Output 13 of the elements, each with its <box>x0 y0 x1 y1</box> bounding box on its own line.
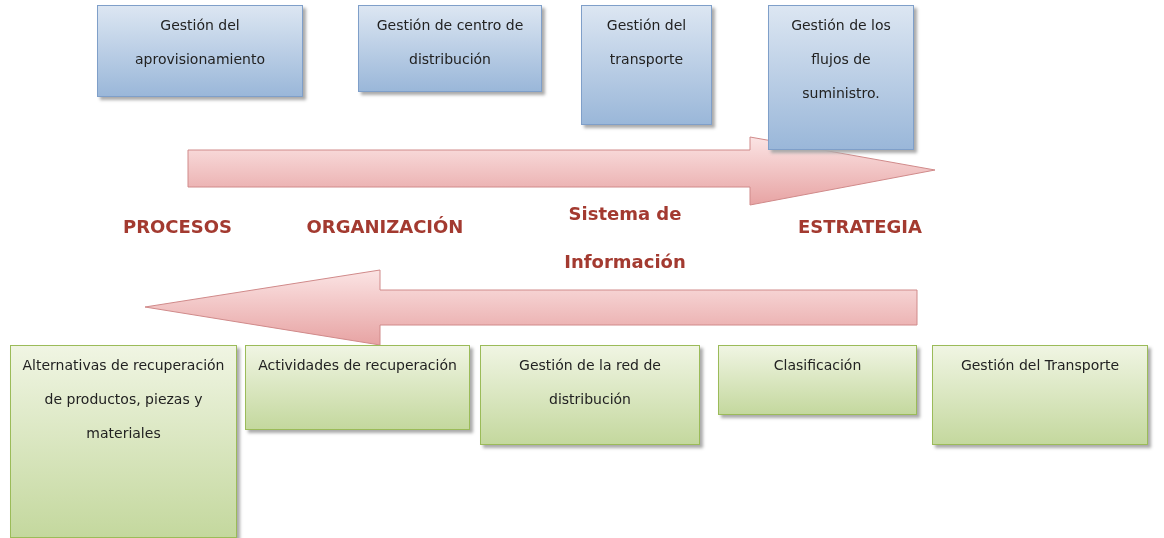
process-box: Gestión del aprovisionamiento <box>97 5 303 97</box>
activity-box: Alternativas de recuperación de productos, piezas y materiales <box>10 345 237 538</box>
activity-box: Gestión de la red de distribución <box>480 345 700 445</box>
process-box: Gestión del transporte <box>581 5 712 125</box>
process-box: Gestión de centro de distribución <box>358 5 542 92</box>
activity-box: Actividades de recuperación <box>245 345 470 430</box>
activity-box: Clasificación <box>718 345 917 415</box>
category-label: Sistema de Información <box>563 202 687 274</box>
process-box: Gestión de los flujos de suministro. <box>768 5 914 150</box>
activity-box: Gestión del Transporte <box>932 345 1148 445</box>
category-label: ORGANIZACIÓN <box>305 215 465 239</box>
category-label: PROCESOS <box>121 215 234 239</box>
category-label: ESTRATEGIA <box>797 215 923 239</box>
